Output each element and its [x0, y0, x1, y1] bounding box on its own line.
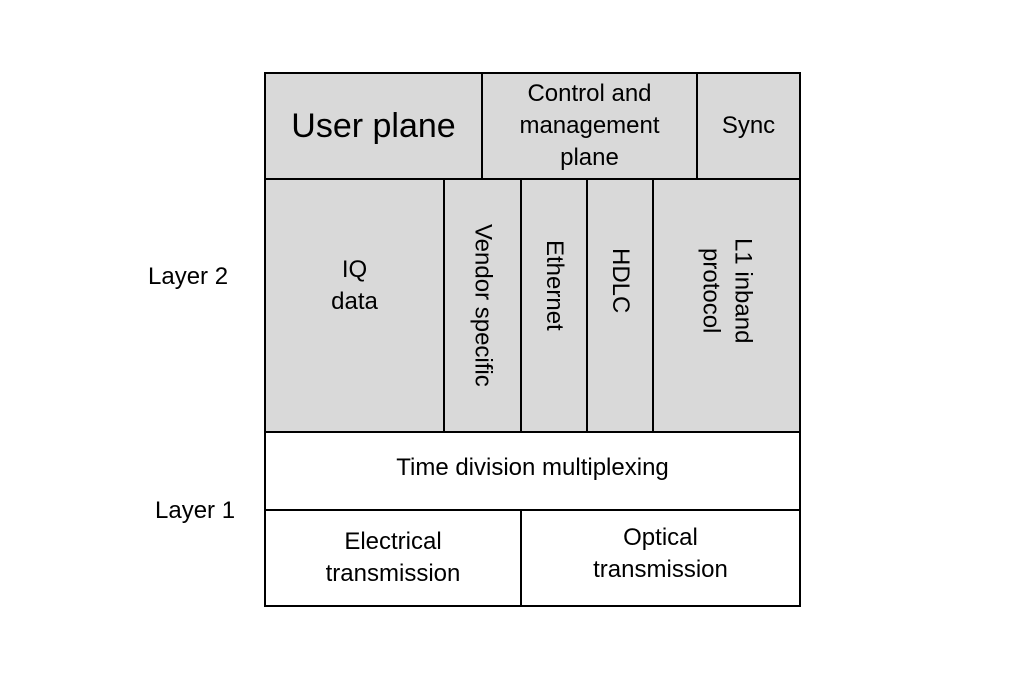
user-plane-label: User plane [291, 107, 456, 145]
control-management-plane-block: Control and management plane [481, 72, 698, 180]
sync-label: Sync [721, 112, 776, 139]
hdlc-block: HDLC [586, 178, 654, 433]
l1-inband-protocol-label: L1 inband protocol [697, 237, 757, 344]
optical-transmission-label: Optical transmission [593, 524, 728, 583]
iq-data-label: IQ data [331, 255, 378, 315]
layer1-label: Layer 1 [155, 497, 236, 524]
ethernet-label: Ethernet [541, 240, 568, 331]
optical-transmission-block: Optical transmission [520, 509, 801, 607]
vendor-specific-label: Vendor specific [469, 224, 497, 387]
l1-inband-protocol-block: L1 inband protocol [652, 178, 801, 433]
time-division-multiplexing-block: Time division multiplexing [264, 431, 801, 511]
hdlc-label: HDLC [607, 247, 634, 314]
ethernet-block: Ethernet [520, 178, 588, 433]
electrical-transmission-label: Electrical transmission [325, 528, 461, 587]
user-plane-block: User plane [264, 72, 483, 180]
iq-data-block: IQ data [264, 178, 445, 433]
vendor-specific-block: Vendor specific [443, 178, 522, 433]
electrical-transmission-block: Electrical transmission [264, 509, 522, 607]
layer2-label: Layer 2 [148, 263, 229, 290]
control-management-plane-label: Control and management plane [519, 80, 660, 171]
sync-block: Sync [696, 72, 801, 180]
time-division-multiplexing-label: Time division multiplexing [396, 454, 669, 481]
